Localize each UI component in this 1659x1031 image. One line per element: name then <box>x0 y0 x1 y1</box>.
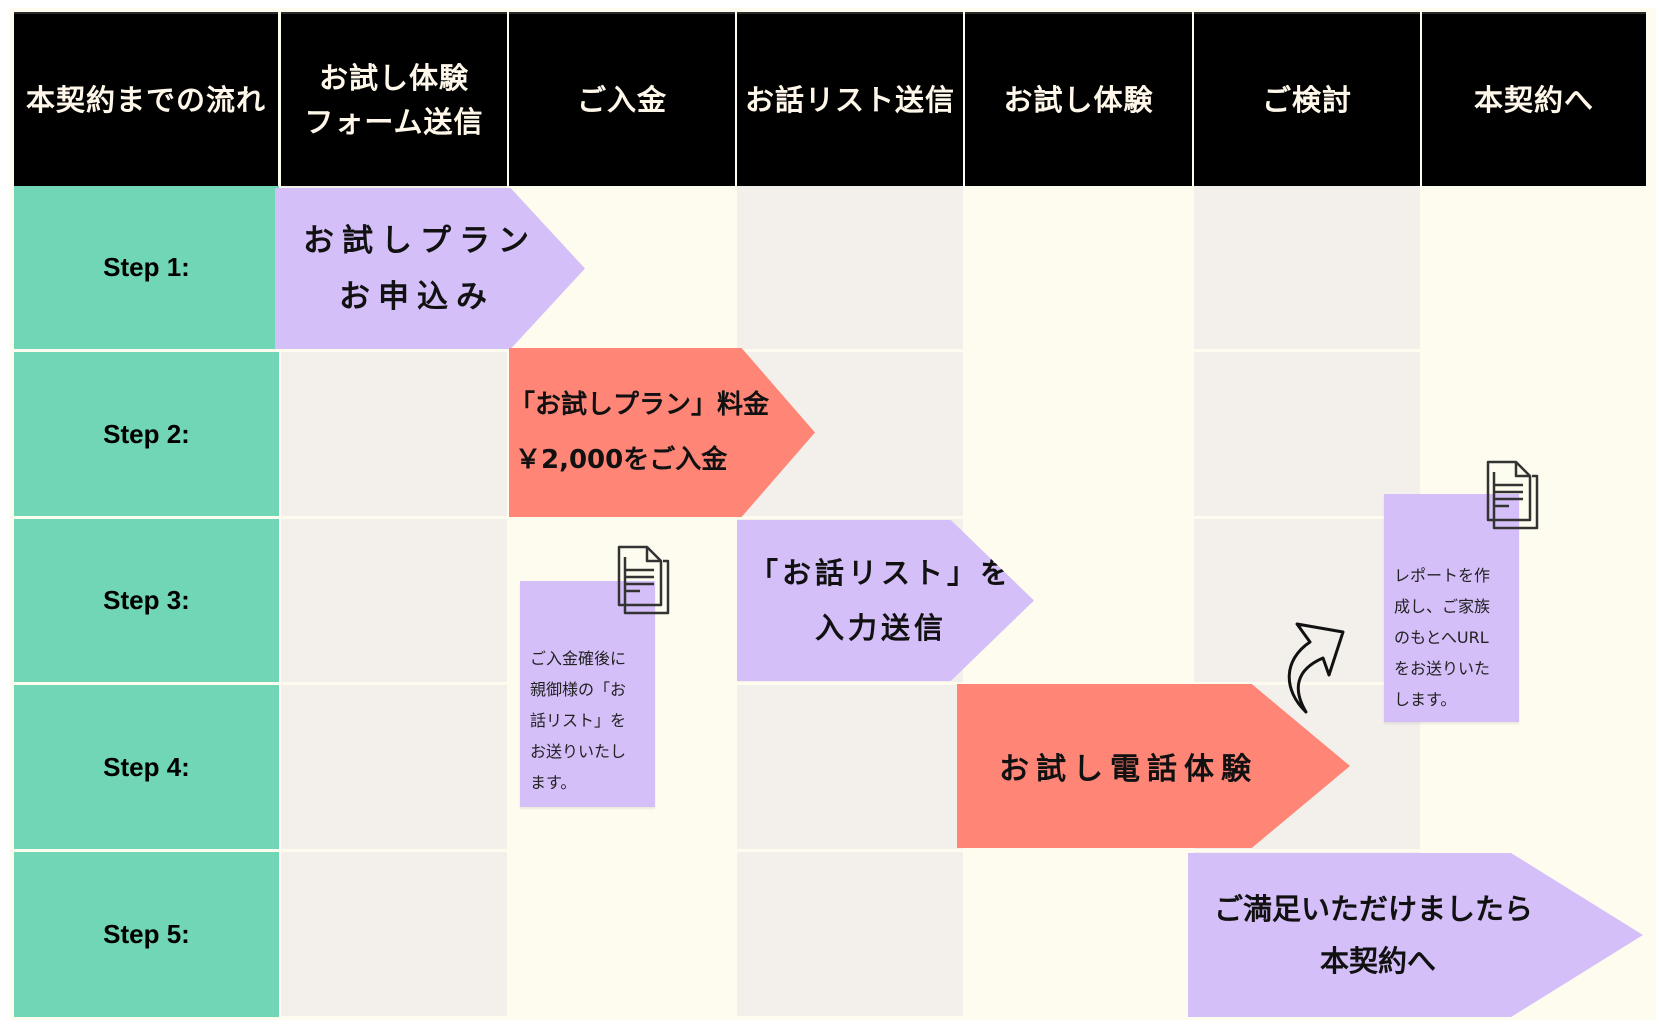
header-col-1: お試し体験 フォーム送信 <box>281 12 507 186</box>
row-divider <box>12 849 1422 852</box>
header-col-6: 本契約へ <box>1422 12 1646 186</box>
note-line: ご入金確後に <box>530 649 627 668</box>
note-line: します。 <box>1394 690 1457 709</box>
note-line: レポートを作 <box>1394 566 1491 585</box>
header-col-5: ご検討 <box>1194 12 1420 186</box>
arrow-text: お申込み <box>339 278 495 315</box>
header-col-label: お試し体験 フォーム送信 <box>304 61 484 139</box>
step-label-5: Step 5: <box>14 852 279 1017</box>
note-line: をお送りいた <box>1394 659 1491 678</box>
note-line: 話リスト」を <box>530 711 627 730</box>
header-corner: 本契約までの流れ <box>14 12 278 186</box>
step-label-4: Step 4: <box>14 685 279 849</box>
arrow-text: 入力送信 <box>815 610 948 645</box>
note-line: のもとへURL <box>1394 628 1489 647</box>
header-col-label: 本契約へ <box>1473 83 1594 117</box>
row-divider <box>12 516 1422 519</box>
curved-arrow-up-right-icon <box>1287 622 1345 714</box>
note-line: ます。 <box>530 773 577 792</box>
note-line: 成し、ご家族 <box>1394 597 1491 616</box>
step-label-1: Step 1: <box>14 186 279 349</box>
arrow-text: 「お試しプラン」料金 <box>509 389 770 420</box>
header-corner-label: 本契約までの流れ <box>25 83 266 117</box>
note-line: 親御様の「お <box>530 680 627 699</box>
step-1-arrow: お試しプラン お申込み <box>275 188 585 349</box>
step-label-2: Step 2: <box>14 352 279 516</box>
arrow-text: ご満足いただけましたら <box>1214 892 1534 926</box>
header-col-4: お試し体験 <box>965 12 1192 186</box>
arrow-text: 本契約へ <box>1320 944 1437 978</box>
arrow-text: ￥2,000をご入金 <box>515 444 728 475</box>
note-report: レポートを作 成し、ご家族 のもとへURL をお送りいた します。 <box>1384 494 1519 722</box>
header-col-label: ご入金 <box>576 83 667 117</box>
header-col-label: ご検討 <box>1261 83 1352 117</box>
row-divider <box>12 682 1422 685</box>
note-line: お送りいたし <box>530 742 627 761</box>
document-icon <box>1486 460 1539 530</box>
document-icon <box>617 545 670 615</box>
arrow-text: お試しプラン <box>303 222 537 259</box>
header-col-label: お試し体験 <box>1003 83 1154 117</box>
arrow-text: 「お話リスト」を <box>749 555 1014 590</box>
header-col-2: ご入金 <box>509 12 735 186</box>
step-label-3: Step 3: <box>14 519 279 682</box>
header-col-label: お話リスト送信 <box>744 83 955 117</box>
note-payment-confirmation: ご入金確後に 親御様の「お 話リスト」を お送りいたし ます。 <box>520 581 655 807</box>
arrow-text: お試し電話体験 <box>999 752 1258 787</box>
step-2-arrow: 「お試しプラン」料金 ￥2,000をご入金 <box>509 348 815 517</box>
header-col-3: お話リスト送信 <box>737 12 963 186</box>
